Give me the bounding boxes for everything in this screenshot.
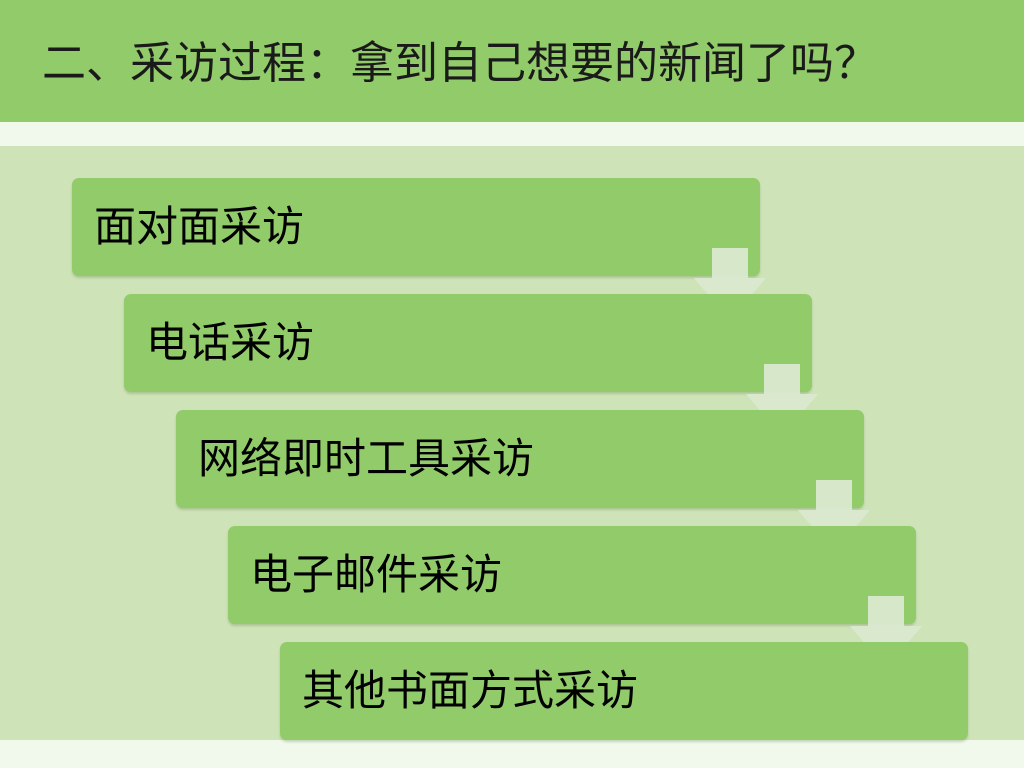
step-written: 其他书面方式采访	[280, 642, 968, 740]
slide-title: 二、采访过程：拿到自己想要的新闻了吗？	[42, 38, 878, 89]
step-instant-messaging: 网络即时工具采访	[176, 410, 864, 508]
slide-header: 二、采访过程：拿到自己想要的新闻了吗？	[0, 0, 1024, 122]
down-arrow-icon	[694, 248, 766, 320]
step-label: 其他书面方式采访	[302, 666, 639, 715]
down-arrow-icon	[850, 596, 922, 668]
down-arrow-icon	[746, 364, 818, 436]
step-label: 电话采访	[146, 318, 315, 367]
step-phone: 电话采访	[124, 294, 812, 392]
step-email: 电子邮件采访	[228, 526, 916, 624]
step-label: 网络即时工具采访	[198, 434, 535, 483]
step-label: 面对面采访	[94, 202, 305, 251]
step-face-to-face: 面对面采访	[72, 178, 760, 276]
down-arrow-icon	[798, 480, 870, 552]
step-label: 电子邮件采访	[250, 550, 503, 599]
